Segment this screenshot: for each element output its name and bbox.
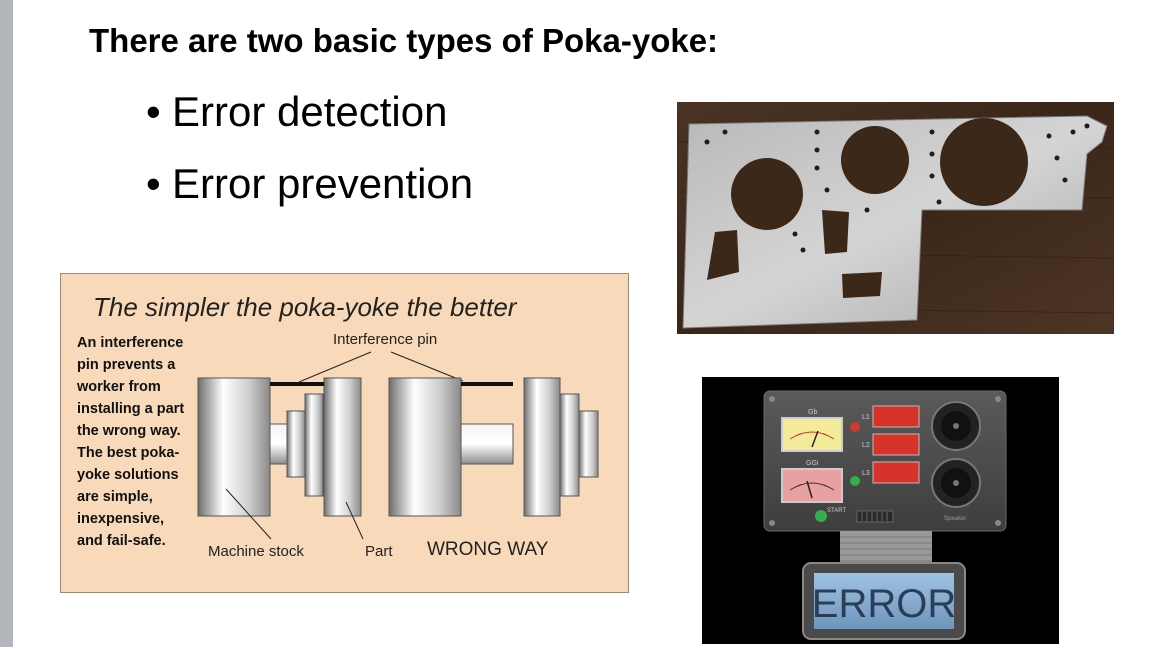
wrong-way-assembly bbox=[388, 377, 599, 517]
start-light-icon bbox=[815, 510, 827, 522]
diagram-heading: The simpler the poka-yoke the better bbox=[93, 292, 518, 322]
indicator-lights: L1 L2 L3 bbox=[862, 405, 920, 484]
interference-pin-label: Interference pin bbox=[333, 331, 437, 348]
gauge-label: GGi bbox=[806, 460, 819, 467]
slide-title: There are two basic types of Poka-yoke: bbox=[89, 22, 719, 59]
pin-leader-lines bbox=[298, 351, 464, 383]
speaker-label: Speaker bbox=[944, 516, 966, 522]
machine-stock-label: Machine stock bbox=[208, 543, 304, 560]
start-label: START bbox=[827, 508, 846, 514]
gauge-label: Gb bbox=[808, 409, 817, 416]
poka-yoke-diagram: The simpler the poka-yoke the better An … bbox=[60, 273, 629, 593]
light-label: L3 bbox=[862, 470, 870, 477]
description-line: are simple, bbox=[77, 489, 153, 505]
metal-plate-photo bbox=[676, 102, 1115, 334]
bullet-text: Error prevention bbox=[172, 160, 474, 207]
wrong-way-label: WRONG WAY bbox=[427, 539, 549, 560]
diagram-svg: The simpler the poka-yoke the better An … bbox=[76, 292, 599, 560]
error-screen bbox=[814, 573, 954, 629]
diagram-description: An interference pin prevents a worker fr… bbox=[76, 335, 184, 549]
bullet-dot-icon: • bbox=[146, 160, 161, 207]
light-label: L1 bbox=[862, 414, 870, 421]
metal-plate-svg bbox=[676, 102, 1115, 334]
gauge-top: Gb bbox=[781, 409, 843, 452]
bullet-text: Error detection bbox=[172, 88, 448, 135]
speaker-icon: Speaker bbox=[931, 401, 981, 522]
bullet-item: •Error prevention bbox=[146, 158, 473, 230]
description-line: yoke solutions bbox=[77, 467, 179, 483]
description-line: and fail-safe. bbox=[77, 533, 166, 549]
part-label: Part bbox=[365, 543, 393, 560]
bullet-list: •Error detection •Error prevention bbox=[146, 86, 473, 230]
description-line: worker from bbox=[76, 379, 161, 395]
description-line: The best poka- bbox=[77, 445, 179, 461]
part-leader-lines bbox=[225, 488, 364, 540]
description-line: An interference bbox=[77, 335, 183, 351]
error-panel-svg: Gb GGi L1 L2 L3 Speaker bbox=[702, 377, 1059, 644]
description-line: installing a part bbox=[77, 401, 184, 417]
light-label: L2 bbox=[862, 442, 870, 449]
left-accent-bar bbox=[0, 0, 13, 647]
description-line: the wrong way. bbox=[77, 423, 181, 439]
ribbon-cable bbox=[840, 531, 932, 565]
error-panel-image: Gb GGi L1 L2 L3 Speaker bbox=[702, 377, 1059, 644]
description-line: inexpensive, bbox=[77, 511, 164, 527]
description-line: pin prevents a bbox=[77, 357, 176, 373]
vent-grille bbox=[856, 510, 894, 523]
correct-assembly bbox=[197, 377, 362, 517]
error-text: ERROR bbox=[812, 582, 956, 626]
gauge-bottom: GGi bbox=[781, 460, 843, 503]
bullet-dot-icon: • bbox=[146, 88, 161, 135]
bullet-item: •Error detection bbox=[146, 86, 473, 158]
